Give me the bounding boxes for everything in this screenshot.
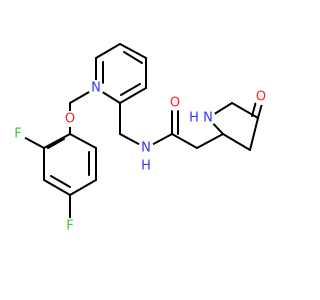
bond bbox=[43, 133, 71, 149]
bond bbox=[231, 102, 259, 119]
bond bbox=[50, 175, 71, 188]
atom-label: N bbox=[91, 81, 101, 96]
atom-n-lactam: N H bbox=[188, 110, 216, 126]
bond bbox=[249, 117, 259, 151]
bond bbox=[222, 133, 251, 151]
bond bbox=[123, 51, 143, 64]
bond bbox=[69, 179, 97, 196]
bond bbox=[69, 133, 97, 149]
atom-label: N bbox=[203, 111, 213, 126]
bond-layer bbox=[17, 43, 264, 227]
atom-o-lactam: O bbox=[253, 89, 269, 105]
atom-label: N bbox=[141, 141, 151, 156]
bond bbox=[119, 87, 147, 104]
atom-o-ether: O bbox=[62, 111, 78, 127]
atom-o-carbonyl-amide: O bbox=[167, 95, 183, 111]
bond bbox=[43, 179, 71, 196]
bond bbox=[95, 43, 121, 59]
bond bbox=[120, 83, 141, 96]
bond bbox=[47, 138, 65, 149]
atom-label: F bbox=[66, 219, 73, 234]
atom-label: O bbox=[256, 90, 266, 105]
bond bbox=[196, 133, 224, 149]
atom-label-layer: N O F F O N H N H bbox=[10, 80, 269, 234]
atom-f-ortho: F bbox=[10, 126, 26, 142]
atom-label: O bbox=[170, 96, 180, 111]
bond bbox=[171, 133, 198, 149]
hydrogen-label: H bbox=[189, 111, 199, 126]
molecule-structure: N O F F O N H N H bbox=[10, 43, 269, 234]
atom-n-pyridine: N bbox=[88, 80, 104, 96]
atom-label: F bbox=[14, 127, 21, 142]
atom-label: O bbox=[65, 112, 75, 127]
bond bbox=[119, 43, 147, 59]
hydrogen-label: H bbox=[141, 159, 151, 174]
atom-n-amide: N H bbox=[138, 140, 154, 174]
atom-f-para: F bbox=[62, 218, 78, 234]
